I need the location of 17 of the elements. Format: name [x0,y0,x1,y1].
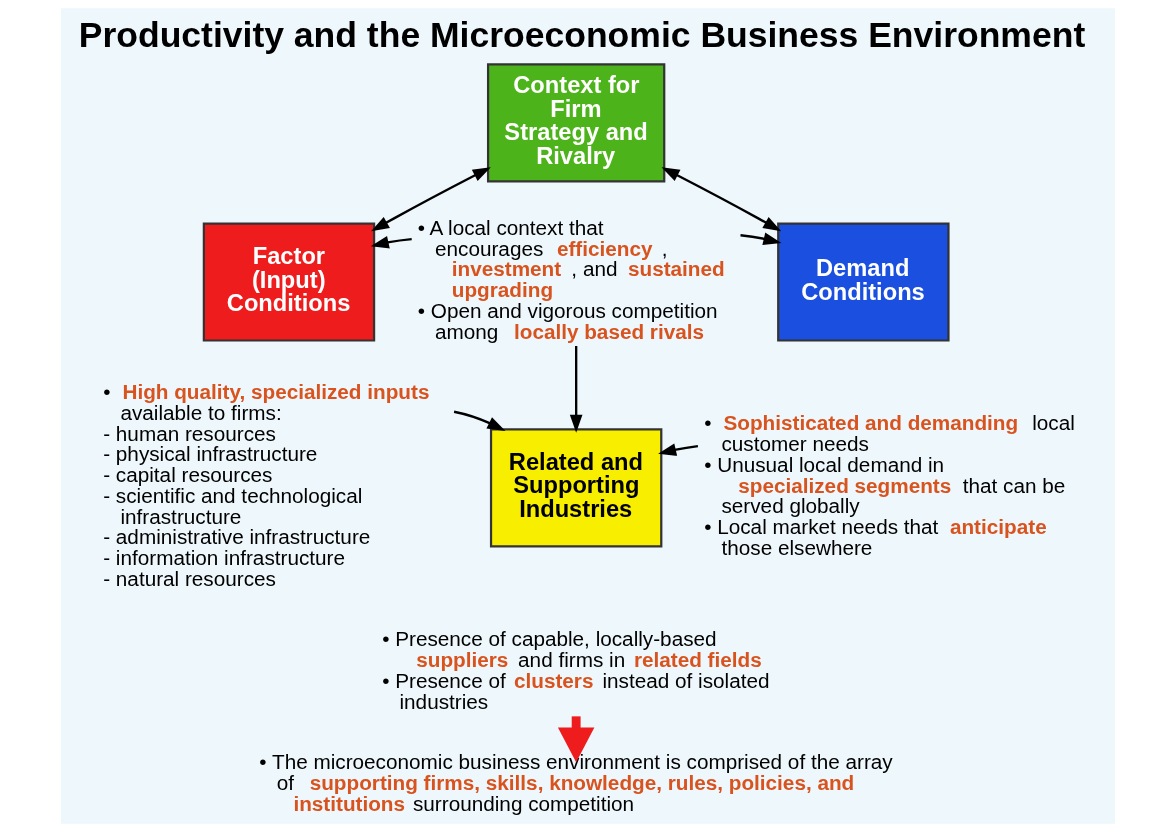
node-text: • Presence of capable, locally-based suppliers and firms in related fields • Presence of clusters instead of isolated industries [381,627,769,713]
arrow [370,167,491,232]
arrow [661,167,781,232]
node-text: • The microeconomic business environment is comprised of the array of supporting firms, skills, knowledge, rules, policies, and institutions surrounding competition [258,750,893,815]
arrow [370,236,412,249]
node-box: Demand Conditions [776,222,950,342]
arrow [453,410,505,431]
node-text: • High quality, specialized inputs available to firms: - human resources - physical infrastructure - capital resources - scientific and technological infrastructure - administrative infrastructure - information infrastructure - natural resources [102,380,429,590]
arrow [739,232,781,245]
node-text: • Sophisticated and demanding local customer needs • Unusual local demand in specialized segments that can be served globally • Local market needs that anticipate those elsewhere [703,411,1075,559]
arrow [569,346,582,433]
node-box: Context for Firm Strategy and Rivalry [486,63,665,183]
arrow [657,443,698,456]
node-text: • A local context that encourages efficiency, investment, and sustained upgrading • Open and vigorous competition among locally based rivals [417,215,725,343]
node-box: Related and Supporting Industries [489,428,662,548]
node-box: Factor (Input) Conditions [202,222,375,342]
diagram-title: Productivity and the Microeconomic Business Environment [78,14,1085,55]
